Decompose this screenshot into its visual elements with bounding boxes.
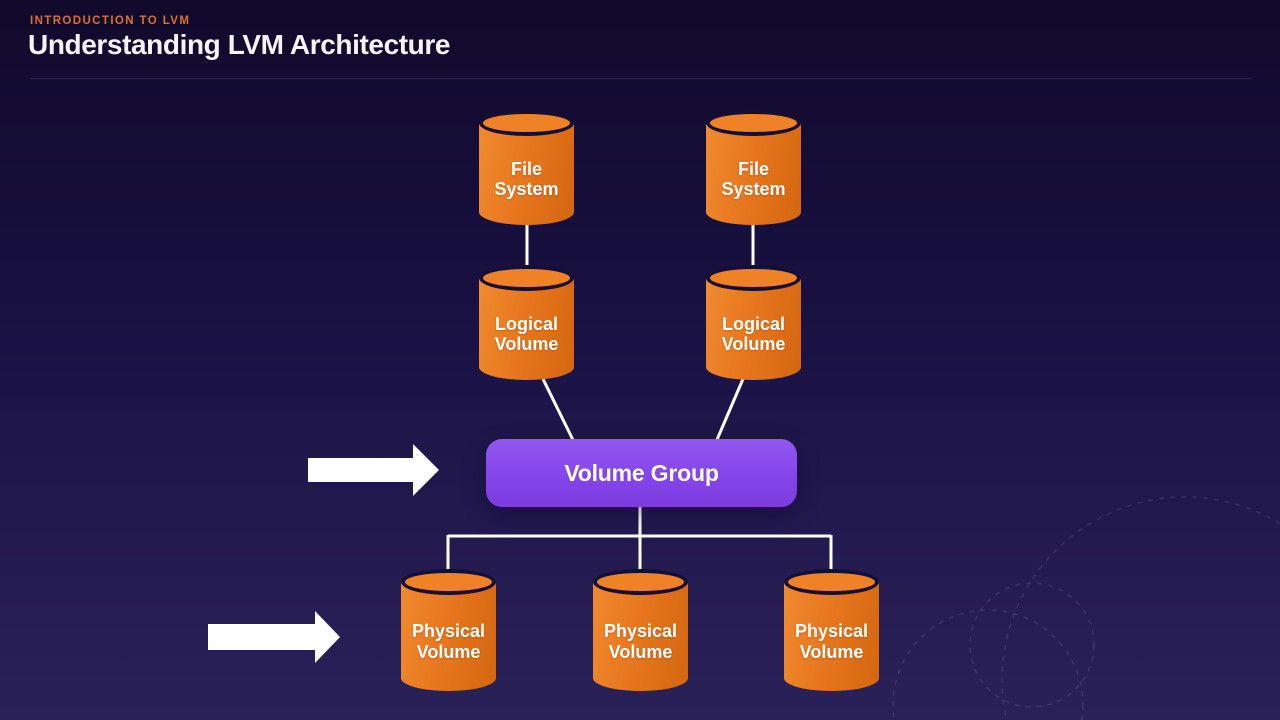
node-label: Physical Volume (603, 621, 678, 662)
cylinder-body: Physical Volume (784, 582, 879, 691)
dashed-circle (969, 582, 1095, 708)
slide-eyebrow: INTRODUCTION TO LVM (30, 15, 191, 27)
node-label: File System (494, 158, 559, 199)
cylinder-body: Physical Volume (401, 582, 496, 691)
cylinder-top (706, 110, 801, 136)
node-label: File System (721, 158, 786, 199)
file-system-node-2: File System (706, 110, 801, 225)
physical-volume-node-1: Physical Volume (401, 569, 496, 691)
cylinder-top (479, 110, 574, 136)
node-label: Logical Volume (721, 313, 786, 354)
decorative-dashed-circles (892, 496, 1280, 720)
page-title: Understanding LVM Architecture (28, 29, 451, 60)
logical-volume-node-2: Logical Volume (706, 265, 801, 380)
cylinder-top (706, 265, 801, 291)
dashed-circle (892, 609, 1084, 720)
header-divider (30, 78, 1252, 79)
right-arrow-icon (208, 611, 340, 663)
cylinder-body: Logical Volume (479, 278, 574, 380)
dashed-circle (1001, 496, 1280, 720)
right-arrow-icon (308, 444, 439, 496)
node-label: Volume Group (564, 459, 719, 486)
volume-group-box: Volume Group (486, 439, 797, 507)
node-label: Logical Volume (494, 313, 559, 354)
logical-volume-node-1: Logical Volume (479, 265, 574, 380)
node-label: Physical Volume (411, 621, 486, 662)
cylinder-top (593, 569, 688, 595)
connector-lv2-vg (714, 378, 745, 443)
cylinder-top (784, 569, 879, 595)
cylinder-top (479, 265, 574, 291)
cylinder-body: Physical Volume (593, 582, 688, 691)
cylinder-body: File System (479, 123, 574, 225)
physical-volume-node-3: Physical Volume (784, 569, 879, 691)
node-label: Physical Volume (794, 621, 869, 662)
connector-lv1-vg (541, 378, 576, 443)
cylinder-top (401, 569, 496, 595)
cylinder-body: Logical Volume (706, 278, 801, 380)
file-system-node-1: File System (479, 110, 574, 225)
physical-volume-node-2: Physical Volume (593, 569, 688, 691)
cylinder-body: File System (706, 123, 801, 225)
